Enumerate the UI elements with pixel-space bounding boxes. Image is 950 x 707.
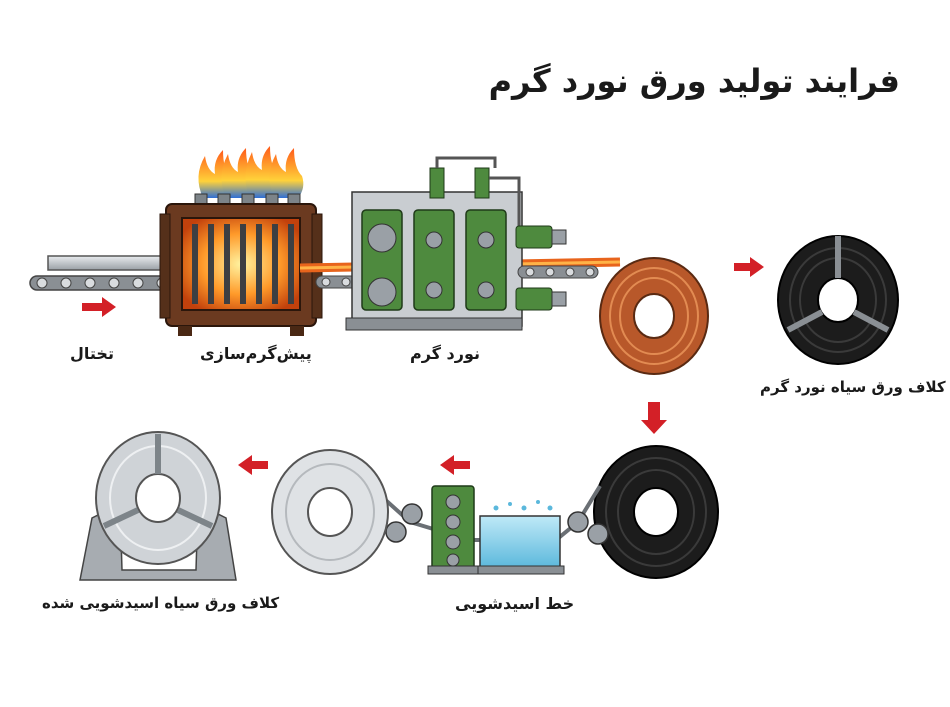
label-pickling-line: خط اسیدشویی (455, 594, 575, 613)
transfer-conveyor (315, 275, 359, 289)
billet-slab (47, 255, 164, 271)
arrow-down-icon (641, 402, 667, 434)
hot-coil (599, 257, 709, 375)
black-coil-icon (777, 235, 899, 365)
flame-icon (198, 146, 304, 198)
acid-bath (475, 500, 565, 575)
hot-rolling-mill (345, 156, 567, 331)
reheating-furnace (159, 146, 323, 336)
label-hot-rolling: نورد گرم (410, 344, 481, 363)
billet-conveyor (29, 275, 181, 291)
label-reheating: پیش‌گرم‌سازی (200, 344, 312, 363)
label-billet: تختال (70, 344, 114, 363)
pickling-stand (427, 485, 479, 575)
arrow-left-icon (238, 455, 268, 475)
arrow-right-icon (82, 297, 116, 317)
pickled-coil-winding (271, 449, 389, 575)
label-black-coil: کلاف ورق سیاه نورد گرم (760, 378, 946, 396)
arrow-right-icon (734, 257, 764, 277)
arrow-left-icon (440, 455, 470, 475)
page-title: فرایند تولید ورق نورد گرم (488, 62, 900, 100)
runout-conveyor (517, 265, 599, 279)
label-pickled-coil: کلاف ورق سیاه اسیدشویی شده (42, 594, 280, 612)
pickled-coil-icon (79, 431, 237, 581)
black-coil-input (593, 445, 719, 579)
